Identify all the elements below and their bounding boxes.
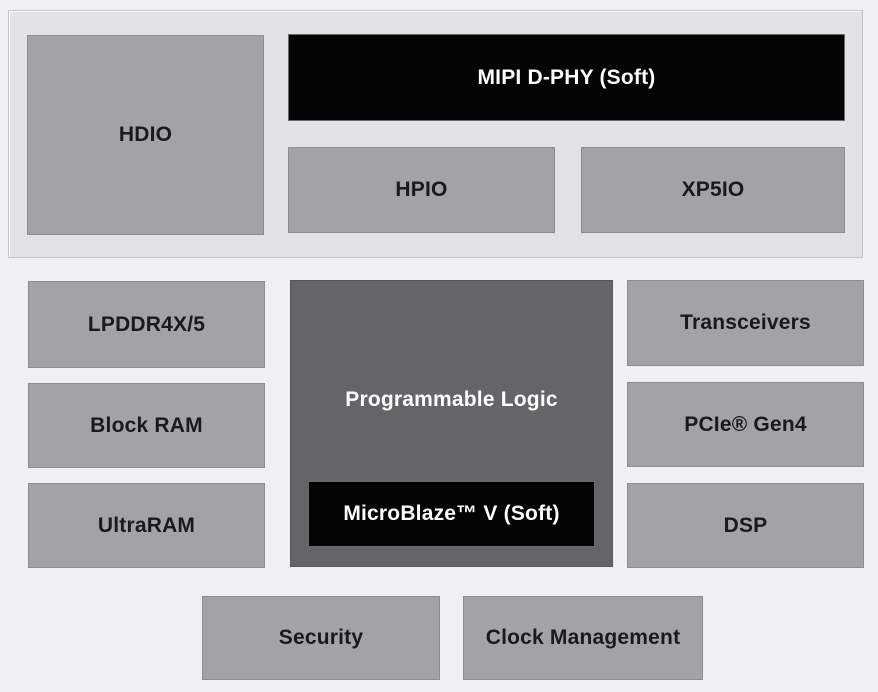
block-dsp: DSP — [627, 483, 864, 568]
block-clock-management: Clock Management — [463, 596, 703, 680]
block-transceivers-label: Transceivers — [680, 311, 811, 334]
block-security: Security — [202, 596, 440, 680]
block-security-label: Security — [278, 626, 364, 649]
block-pcie-gen4: PCIe® Gen4 — [627, 382, 864, 467]
block-hdio-label: HDIO — [118, 123, 173, 146]
block-hpio-label: HPIO — [395, 178, 448, 201]
block-microblaze-v: MicroBlaze™ V (Soft) — [308, 481, 595, 547]
block-pcie-gen4-label: PCIe® Gen4 — [684, 412, 807, 436]
block-transceivers: Transceivers — [627, 280, 864, 366]
block-lpddr4x5: LPDDR4X/5 — [28, 281, 265, 368]
block-ultraram-label: UltraRAM — [97, 513, 196, 537]
block-xp5io: XP5IO — [581, 147, 845, 233]
block-mipi-dphy-label: MIPI D-PHY (Soft) — [477, 65, 656, 89]
block-hdio: HDIO — [27, 35, 264, 235]
block-lpddr4x5-label: LPDDR4X/5 — [87, 312, 206, 336]
block-programmable-logic-label: Programmable Logic — [345, 388, 558, 411]
block-mipi-dphy: MIPI D-PHY (Soft) — [288, 34, 845, 121]
block-hpio: HPIO — [288, 147, 555, 233]
block-ultraram: UltraRAM — [28, 483, 265, 568]
block-microblaze-v-label: MicroBlaze™ V (Soft) — [343, 502, 560, 525]
block-clock-management-label: Clock Management — [485, 626, 681, 649]
block-xp5io-label: XP5IO — [681, 178, 745, 201]
block-programmable-logic: Programmable Logic MicroBlaze™ V (Soft) — [290, 280, 613, 567]
block-block-ram-label: Block RAM — [90, 413, 203, 437]
block-block-ram: Block RAM — [28, 383, 265, 468]
block-dsp-label: DSP — [723, 513, 768, 537]
